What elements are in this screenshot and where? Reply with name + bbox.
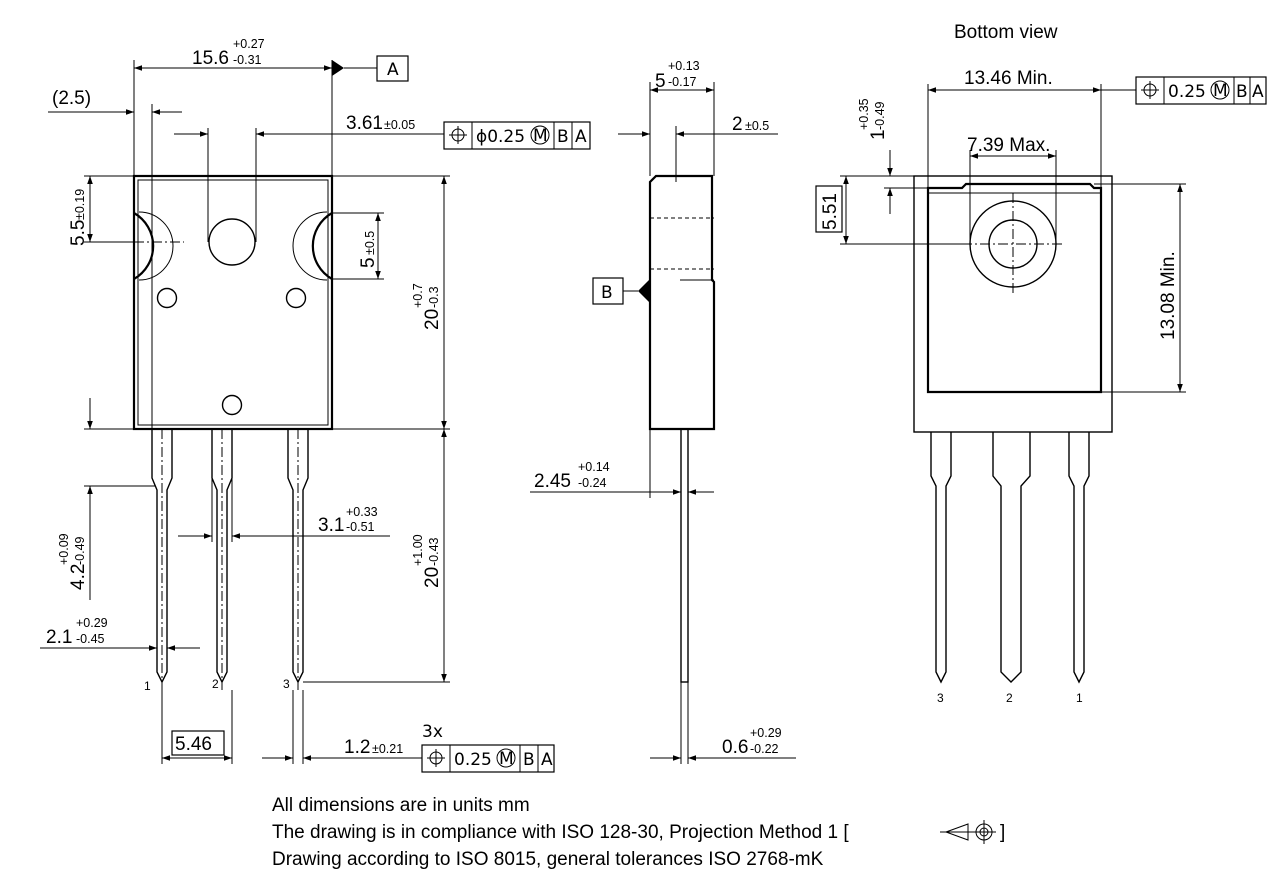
svg-text:-0.24: -0.24 — [578, 476, 607, 490]
dim-pad-height: 13.08 Min. — [1158, 251, 1179, 340]
front-view: 1 2 3 15.6 +0.27 -0.31 A (2.5) 3.61 ±0.0… — [40, 37, 591, 773]
svg-text:0.25: 0.25 — [1168, 82, 1206, 102]
dim-notch-top: 5.5 — [68, 220, 89, 246]
svg-text:+0.7: +0.7 — [411, 283, 425, 308]
svg-text:+0.09: +0.09 — [57, 533, 71, 565]
dim-pad-width: 13.46 Min. — [964, 68, 1053, 89]
pin-label: 3 — [283, 677, 290, 691]
svg-text:+0.33: +0.33 — [346, 505, 378, 519]
front-leads — [151, 429, 309, 690]
right-notch — [311, 212, 333, 280]
svg-text:±0.05: ±0.05 — [384, 118, 415, 132]
pin-label: 3 — [937, 691, 944, 705]
svg-text:ϕ0.25: ϕ0.25 — [476, 127, 525, 147]
projection-symbol-icon — [940, 820, 996, 844]
pin-label: 2 — [1006, 691, 1013, 705]
mounting-hole — [208, 218, 256, 266]
svg-text:+0.14: +0.14 — [578, 460, 610, 474]
dim-pad-top: 1 — [868, 129, 889, 140]
svg-text:±0.19: ±0.19 — [73, 189, 87, 220]
datum-b-triangle — [638, 279, 650, 303]
left-notch — [133, 212, 155, 280]
bottom-view: Bottom view 3 2 1 13.46 Min. 0.25 — [815, 22, 1267, 705]
fcf-hole-position: ϕ0.25 M B A — [443, 121, 591, 150]
dim-lead-width-upper: 3.1 — [318, 515, 344, 536]
svg-text:-0.45: -0.45 — [76, 632, 105, 646]
svg-text:-0.22: -0.22 — [750, 742, 779, 756]
svg-text:M: M — [499, 749, 514, 769]
svg-text:-0.51: -0.51 — [346, 520, 375, 534]
svg-text:+0.27: +0.27 — [233, 37, 265, 51]
bottom-lead-1 — [1068, 432, 1090, 684]
dim-lead-thickness: 0.6 — [722, 737, 748, 758]
datum-a-label: A — [387, 60, 399, 80]
front-body-outline — [132, 174, 334, 431]
svg-text:-0.17: -0.17 — [668, 75, 697, 89]
dim-lead-length: 20 — [422, 567, 443, 588]
dim-lead-shoulder: 4.2 — [68, 564, 89, 590]
dim-lead-offset: 2.45 — [534, 471, 571, 492]
dim-ref-2-5: (2.5) — [52, 88, 91, 109]
fcf-pad-position: 0.25 M B A — [1135, 76, 1267, 105]
svg-text:-0.49: -0.49 — [73, 536, 87, 565]
dim-side-thickness: 5 — [655, 71, 666, 92]
note-units: All dimensions are in units mm — [272, 795, 530, 816]
bottom-body-outline — [913, 175, 1113, 433]
dim-hole-width: 7.39 Max. — [967, 135, 1050, 156]
ejector-mark — [156, 287, 178, 309]
svg-text:0.25: 0.25 — [454, 750, 492, 770]
front-body-inner-edge — [137, 179, 329, 426]
dim-lead-width-lower: 2.1 — [46, 627, 72, 648]
side-view: 5 +0.13 -0.17 2 ±0.5 B 2.45 +0.14 -0.24 … — [530, 59, 796, 764]
svg-text:B: B — [523, 750, 535, 770]
dim-notch-height: 5 — [358, 257, 379, 268]
svg-text:M: M — [1213, 81, 1228, 101]
svg-text:-0.49: -0.49 — [873, 101, 887, 130]
svg-text:B: B — [1236, 82, 1248, 102]
pin-label: 1 — [1076, 691, 1083, 705]
svg-text:+1.00: +1.00 — [411, 534, 425, 566]
dim-hole-position: 3.61 — [346, 113, 383, 134]
svg-text:+0.35: +0.35 — [857, 98, 871, 130]
pin-label: 2 — [212, 677, 219, 691]
svg-text:3x: 3x — [422, 722, 443, 742]
note-tolerances: Drawing according to ISO 8015, general t… — [272, 849, 824, 870]
ejector-mark — [285, 287, 307, 309]
thermal-pad — [926, 182, 1103, 394]
svg-text:-0.31: -0.31 — [233, 53, 262, 67]
dim-pitch: 5.46 — [175, 734, 212, 755]
svg-text:±0.5: ±0.5 — [363, 231, 377, 255]
svg-text:-0.3: -0.3 — [427, 286, 441, 308]
svg-text:B: B — [557, 127, 569, 147]
note-projection: The drawing is in compliance with ISO 12… — [272, 822, 849, 843]
svg-text:+0.29: +0.29 — [76, 616, 108, 630]
fcf-lead-position: 3x 0.25 M B A — [421, 722, 555, 773]
svg-text:M: M — [533, 126, 548, 146]
bottom-lead-2 — [992, 432, 1031, 683]
svg-text:A: A — [575, 127, 587, 147]
svg-text:+0.13: +0.13 — [668, 59, 700, 73]
dim-body-height: 20 — [422, 309, 443, 330]
bottom-lead-3 — [930, 432, 952, 684]
svg-text:+0.29: +0.29 — [750, 726, 782, 740]
notes: All dimensions are in units mm The drawi… — [272, 795, 1005, 870]
ejector-mark — [221, 394, 243, 416]
note-projection-end: ] — [1000, 822, 1005, 843]
side-lead — [680, 428, 689, 683]
svg-text:±0.5: ±0.5 — [745, 119, 769, 133]
svg-text:±0.21: ±0.21 — [372, 742, 403, 756]
dim-tab: 2 — [732, 114, 743, 135]
datum-b-label: B — [601, 283, 613, 303]
datum-a-triangle — [332, 60, 344, 76]
bottom-view-title: Bottom view — [954, 22, 1058, 43]
side-body-outline — [648, 174, 716, 431]
dim-width: 15.6 — [192, 48, 229, 69]
svg-text:A: A — [1252, 82, 1264, 102]
dim-lead-width: 1.2 — [344, 737, 370, 758]
dim-hole-position-bottom: 5.51 — [820, 193, 841, 230]
pin-label: 1 — [144, 679, 151, 693]
svg-text:A: A — [541, 750, 553, 770]
svg-text:-0.43: -0.43 — [427, 537, 441, 566]
